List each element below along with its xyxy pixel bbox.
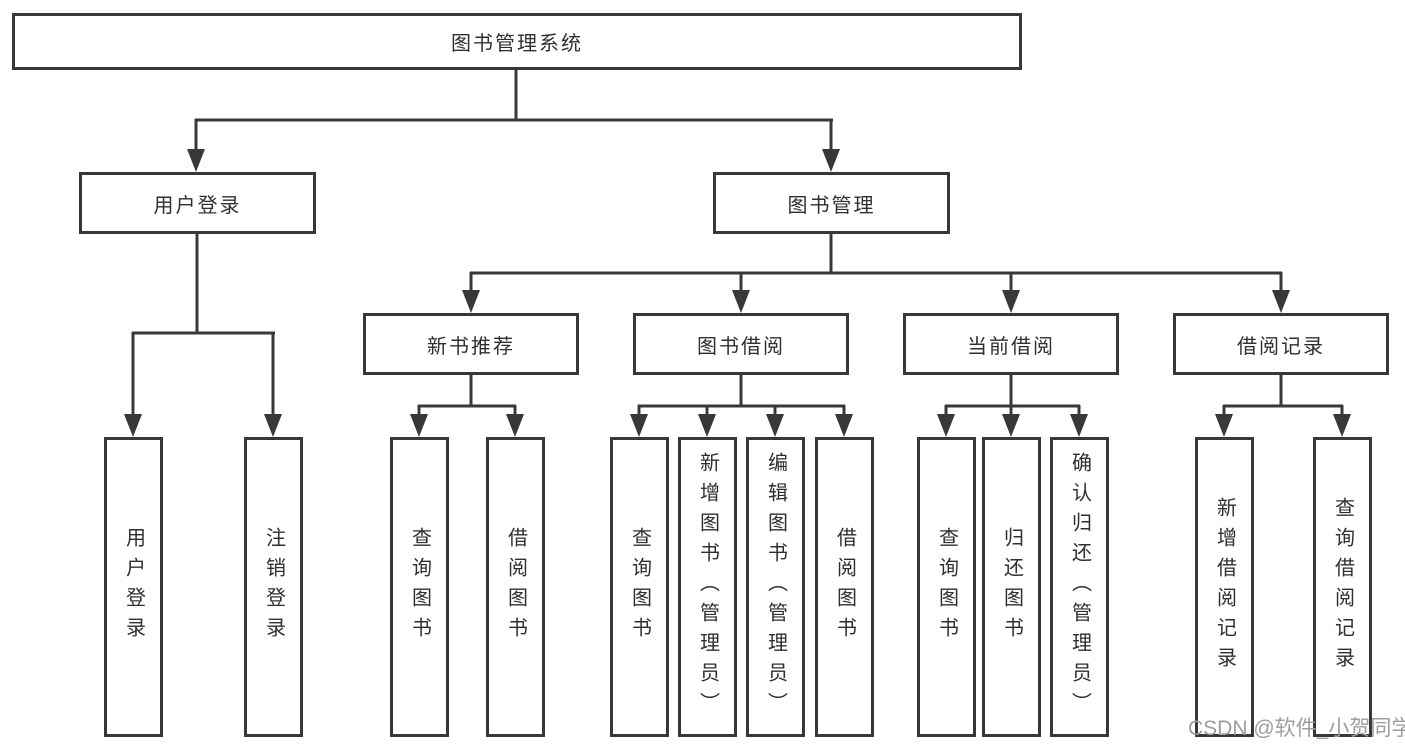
connector-lines xyxy=(131,68,1344,416)
node-borrowing-records-label: 借阅记录 xyxy=(1237,335,1325,358)
leaf-query-books-current-label: 查询图书 xyxy=(935,527,958,647)
leaf-query-books-borrowing: 查询图书 xyxy=(610,437,669,737)
leaf-borrow-books: 借阅图书 xyxy=(815,437,874,737)
node-book-borrowing: 图书借阅 xyxy=(633,313,849,375)
leaf-return-books-label: 归还图书 xyxy=(1000,527,1023,647)
leaf-logout-label: 注销登录 xyxy=(262,527,285,647)
leaf-query-books-recommend: 查询图书 xyxy=(390,437,449,737)
leaf-query-borrow-record-label: 查询借阅记录 xyxy=(1331,497,1354,677)
leaf-return-books: 归还图书 xyxy=(982,437,1041,737)
connector-arrowheads xyxy=(124,149,1351,437)
leaf-add-borrow-record-label: 新增借阅记录 xyxy=(1213,497,1236,677)
leaf-confirm-return-admin-label: 确认归还（管理员） xyxy=(1068,452,1091,722)
node-borrowing-records: 借阅记录 xyxy=(1173,313,1389,375)
node-current-borrowing: 当前借阅 xyxy=(903,313,1119,375)
node-current-borrowing-label: 当前借阅 xyxy=(967,335,1055,358)
leaf-borrow-books-recommend-label: 借阅图书 xyxy=(504,527,527,647)
node-book-management: 图书管理 xyxy=(713,172,950,234)
node-root-system: 图书管理系统 xyxy=(12,13,1022,70)
node-user-login: 用户登录 xyxy=(79,172,316,234)
node-new-book-recommend: 新书推荐 xyxy=(363,313,579,375)
leaf-confirm-return-admin: 确认归还（管理员） xyxy=(1050,437,1109,737)
node-user-login-label: 用户登录 xyxy=(153,194,242,217)
leaf-user-login-label: 用户登录 xyxy=(122,527,145,647)
leaf-borrow-books-recommend: 借阅图书 xyxy=(486,437,545,737)
leaf-query-books-recommend-label: 查询图书 xyxy=(408,527,431,647)
leaf-logout: 注销登录 xyxy=(244,437,303,737)
leaf-edit-books-admin-label: 编辑图书（管理员） xyxy=(764,452,787,722)
leaf-query-borrow-record: 查询借阅记录 xyxy=(1313,437,1372,737)
leaf-query-books-current: 查询图书 xyxy=(917,437,976,737)
node-new-book-recommend-label: 新书推荐 xyxy=(427,335,515,358)
node-root-label: 图书管理系统 xyxy=(451,33,583,55)
leaf-borrow-books-label: 借阅图书 xyxy=(833,527,856,647)
csdn-watermark: CSDN @软件_小贺同学 xyxy=(1188,717,1405,740)
leaf-edit-books-admin: 编辑图书（管理员） xyxy=(746,437,805,737)
node-book-management-label: 图书管理 xyxy=(787,194,876,217)
leaf-add-borrow-record: 新增借阅记录 xyxy=(1195,437,1254,737)
leaf-user-login: 用户登录 xyxy=(104,437,163,737)
leaf-add-books-admin-label: 新增图书（管理员） xyxy=(696,452,719,722)
leaf-query-books-borrowing-label: 查询图书 xyxy=(628,527,651,647)
node-book-borrowing-label: 图书借阅 xyxy=(697,335,785,358)
leaf-add-books-admin: 新增图书（管理员） xyxy=(678,437,737,737)
